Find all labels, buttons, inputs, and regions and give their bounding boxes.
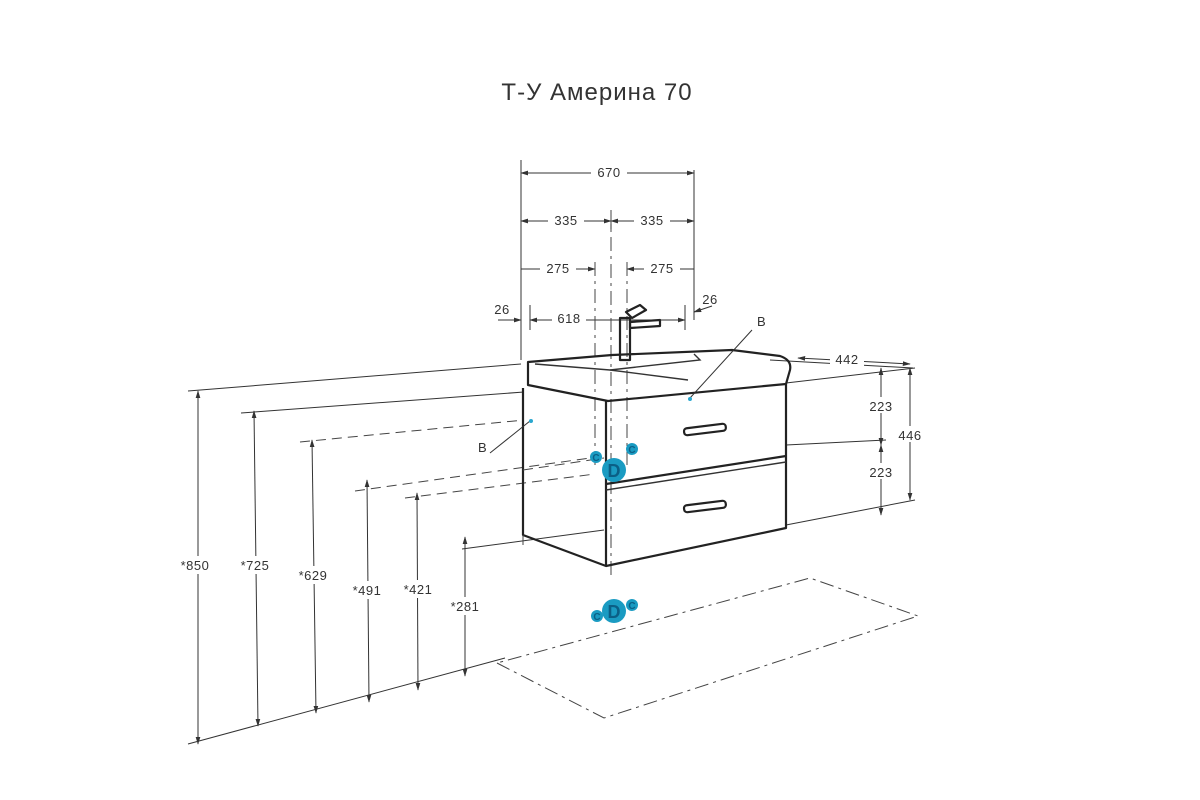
perspective-dimension-lines bbox=[187, 359, 916, 745]
bottom-drawer-handle bbox=[682, 499, 727, 514]
dim-26-left: 26 bbox=[494, 302, 509, 317]
b-labels: B B bbox=[478, 314, 766, 455]
dim-275-left: 275 bbox=[546, 261, 569, 276]
right-height-dimensions: 223 223 446 bbox=[785, 367, 926, 516]
label-b-top: B bbox=[757, 314, 766, 329]
hot-water-icon bbox=[626, 443, 638, 455]
svg-text:C: C bbox=[628, 445, 635, 456]
dim-335-left: 335 bbox=[554, 213, 577, 228]
dim-618: 618 bbox=[557, 311, 580, 326]
dim-491: *491 bbox=[353, 583, 382, 598]
dim-421: *421 bbox=[404, 582, 433, 597]
wall-connectors: C D C bbox=[590, 443, 638, 482]
dim-26-right: 26 bbox=[702, 292, 717, 307]
dim-223-bottom: 223 bbox=[869, 465, 892, 480]
svg-text:D: D bbox=[608, 461, 621, 481]
drawer-handles bbox=[682, 422, 727, 514]
cold-water-floor-icon bbox=[591, 610, 603, 622]
floor-connectors: C D C bbox=[591, 599, 638, 623]
svg-text:C: C bbox=[593, 612, 600, 623]
floor-height-dimensions: *850 *725 *629 *491 *421 *281 bbox=[174, 390, 486, 745]
faucet-icon bbox=[618, 303, 662, 362]
vanity-cabinet bbox=[521, 348, 792, 568]
dim-629: *629 bbox=[299, 568, 328, 583]
dim-442: 442 bbox=[835, 352, 858, 367]
label-b-left: B bbox=[478, 440, 487, 455]
dim-850: *850 bbox=[181, 558, 210, 573]
dim-335-right: 335 bbox=[640, 213, 663, 228]
svg-text:D: D bbox=[608, 602, 621, 622]
cold-water-icon bbox=[590, 451, 602, 463]
width-dimensions: 670 335 335 275 275 26 618 26 bbox=[494, 160, 717, 360]
dim-223-top: 223 bbox=[869, 399, 892, 414]
dim-281: *281 bbox=[451, 599, 480, 614]
centre-lines bbox=[594, 210, 628, 578]
dim-275-right: 275 bbox=[650, 261, 673, 276]
drain-icon bbox=[602, 458, 626, 482]
drawing-title: Т-У Америна 70 bbox=[501, 79, 692, 106]
drain-floor-icon bbox=[602, 599, 626, 623]
depth-dimension: 442 bbox=[797, 350, 911, 367]
hot-water-floor-icon bbox=[626, 599, 638, 611]
svg-text:C: C bbox=[592, 453, 599, 464]
svg-text:C: C bbox=[628, 601, 635, 612]
dim-725: *725 bbox=[241, 558, 270, 573]
floor-outline bbox=[495, 577, 920, 719]
top-drawer-handle bbox=[682, 422, 727, 437]
dim-446: 446 bbox=[898, 428, 921, 443]
dim-670: 670 bbox=[597, 165, 620, 180]
